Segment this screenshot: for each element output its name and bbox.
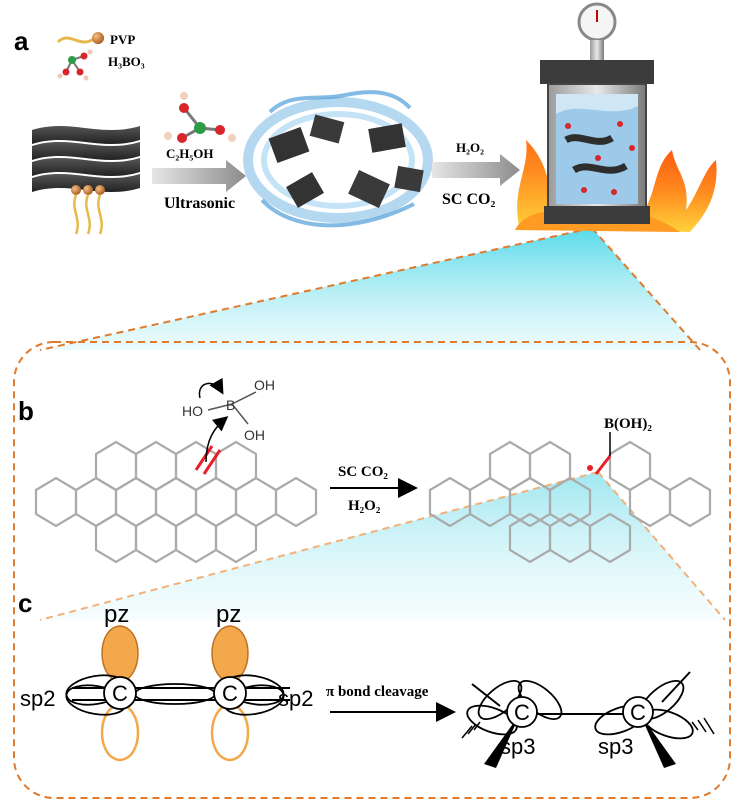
product-graphene-fragment xyxy=(428,440,712,564)
panel-b-letter: b xyxy=(18,396,34,426)
callout-dash-right-b xyxy=(597,471,726,621)
sp2-orbital-diagram: C C pz pz sp2 sp2 xyxy=(20,601,313,762)
ultrasonic-label: Ultrasonic xyxy=(164,195,235,212)
dispersed-graphene-splash xyxy=(243,90,433,228)
pz-label-1: pz xyxy=(104,601,129,628)
sp3-label-1: sp3 xyxy=(500,734,535,759)
pressure-vessel xyxy=(540,2,654,224)
reactive-double-bond-2 xyxy=(202,449,222,475)
carbon-4-label: C xyxy=(630,700,646,725)
sp3-orbital-diagram: C C sp3 sp3 xyxy=(461,671,715,768)
sp2-label-right: sp2 xyxy=(278,686,313,711)
hydroxyl-bottom: OH xyxy=(244,427,265,443)
boric-acid-label: H₃BO₃ xyxy=(108,54,145,69)
panel-bc-frame xyxy=(13,341,731,799)
carbon-3-label: C xyxy=(514,700,530,725)
pvp-legend: PVP xyxy=(56,32,135,47)
panel-a-letter: a xyxy=(14,26,29,56)
callout-dash-left-a xyxy=(39,227,593,351)
reactive-double-bond-1 xyxy=(194,445,214,471)
reactant-graphene-fragment xyxy=(34,440,318,564)
graphene-stack xyxy=(32,126,140,192)
carbon-1-label: C xyxy=(112,681,128,706)
boric-acid-legend: H₃BO₃ xyxy=(57,49,145,81)
sc-co2-label-b: SC CO₂ xyxy=(338,464,388,480)
pvp-molecules xyxy=(71,185,105,235)
boron-atom: B xyxy=(226,397,235,413)
boric-acid-structure: B OH HO OH xyxy=(182,377,275,463)
callout-beam-a-to-b xyxy=(40,228,700,350)
sc-co2-label-a: SC CO₂ xyxy=(442,191,495,208)
hydroxyl-left: HO xyxy=(182,403,203,419)
panel-c-letter: c xyxy=(18,588,32,618)
h2o2-label-b: H₂O₂ xyxy=(348,498,381,514)
arrow-step2 xyxy=(432,154,520,186)
pi-cleavage-label: π bond cleavage xyxy=(326,684,429,700)
arrow-step1 xyxy=(152,160,246,192)
pz-label-2: pz xyxy=(216,601,241,628)
sp3-label-2: sp3 xyxy=(598,734,633,759)
boric-acid-molecule xyxy=(164,92,236,143)
h2o2-label-a: H₂O₂ xyxy=(456,140,484,155)
callout-dash-left-b xyxy=(39,471,599,621)
callout-beam-b-to-c xyxy=(40,472,725,620)
ethanol-label: C₂H₅OH xyxy=(166,146,214,161)
sp2-label-left: sp2 xyxy=(20,686,55,711)
product-cb-bond xyxy=(594,455,612,475)
boron-group-label: B(OH)₂ xyxy=(604,416,652,432)
carbon-2-label: C xyxy=(222,681,238,706)
hydroxyl-top: OH xyxy=(254,377,275,393)
radical-dot xyxy=(587,465,593,471)
callout-dash-right-a xyxy=(591,227,701,351)
pvp-label: PVP xyxy=(110,32,135,47)
